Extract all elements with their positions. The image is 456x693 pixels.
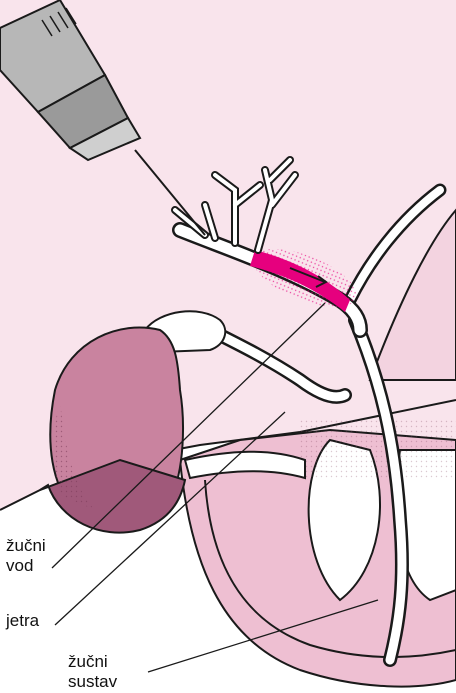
label-bile-duct: žučni vod [6,536,46,576]
lower-stipple [300,420,456,480]
label-bile-duct-line-2: vod [6,556,46,576]
label-biliary-system-line-1: žučni [68,652,117,672]
label-biliary-system-line-2: sustav [68,672,117,692]
label-biliary-system: žučni sustav [68,652,117,692]
label-liver-text: jetra [6,611,39,631]
label-liver: jetra [6,611,39,631]
label-bile-duct-line-1: žučni [6,536,46,556]
